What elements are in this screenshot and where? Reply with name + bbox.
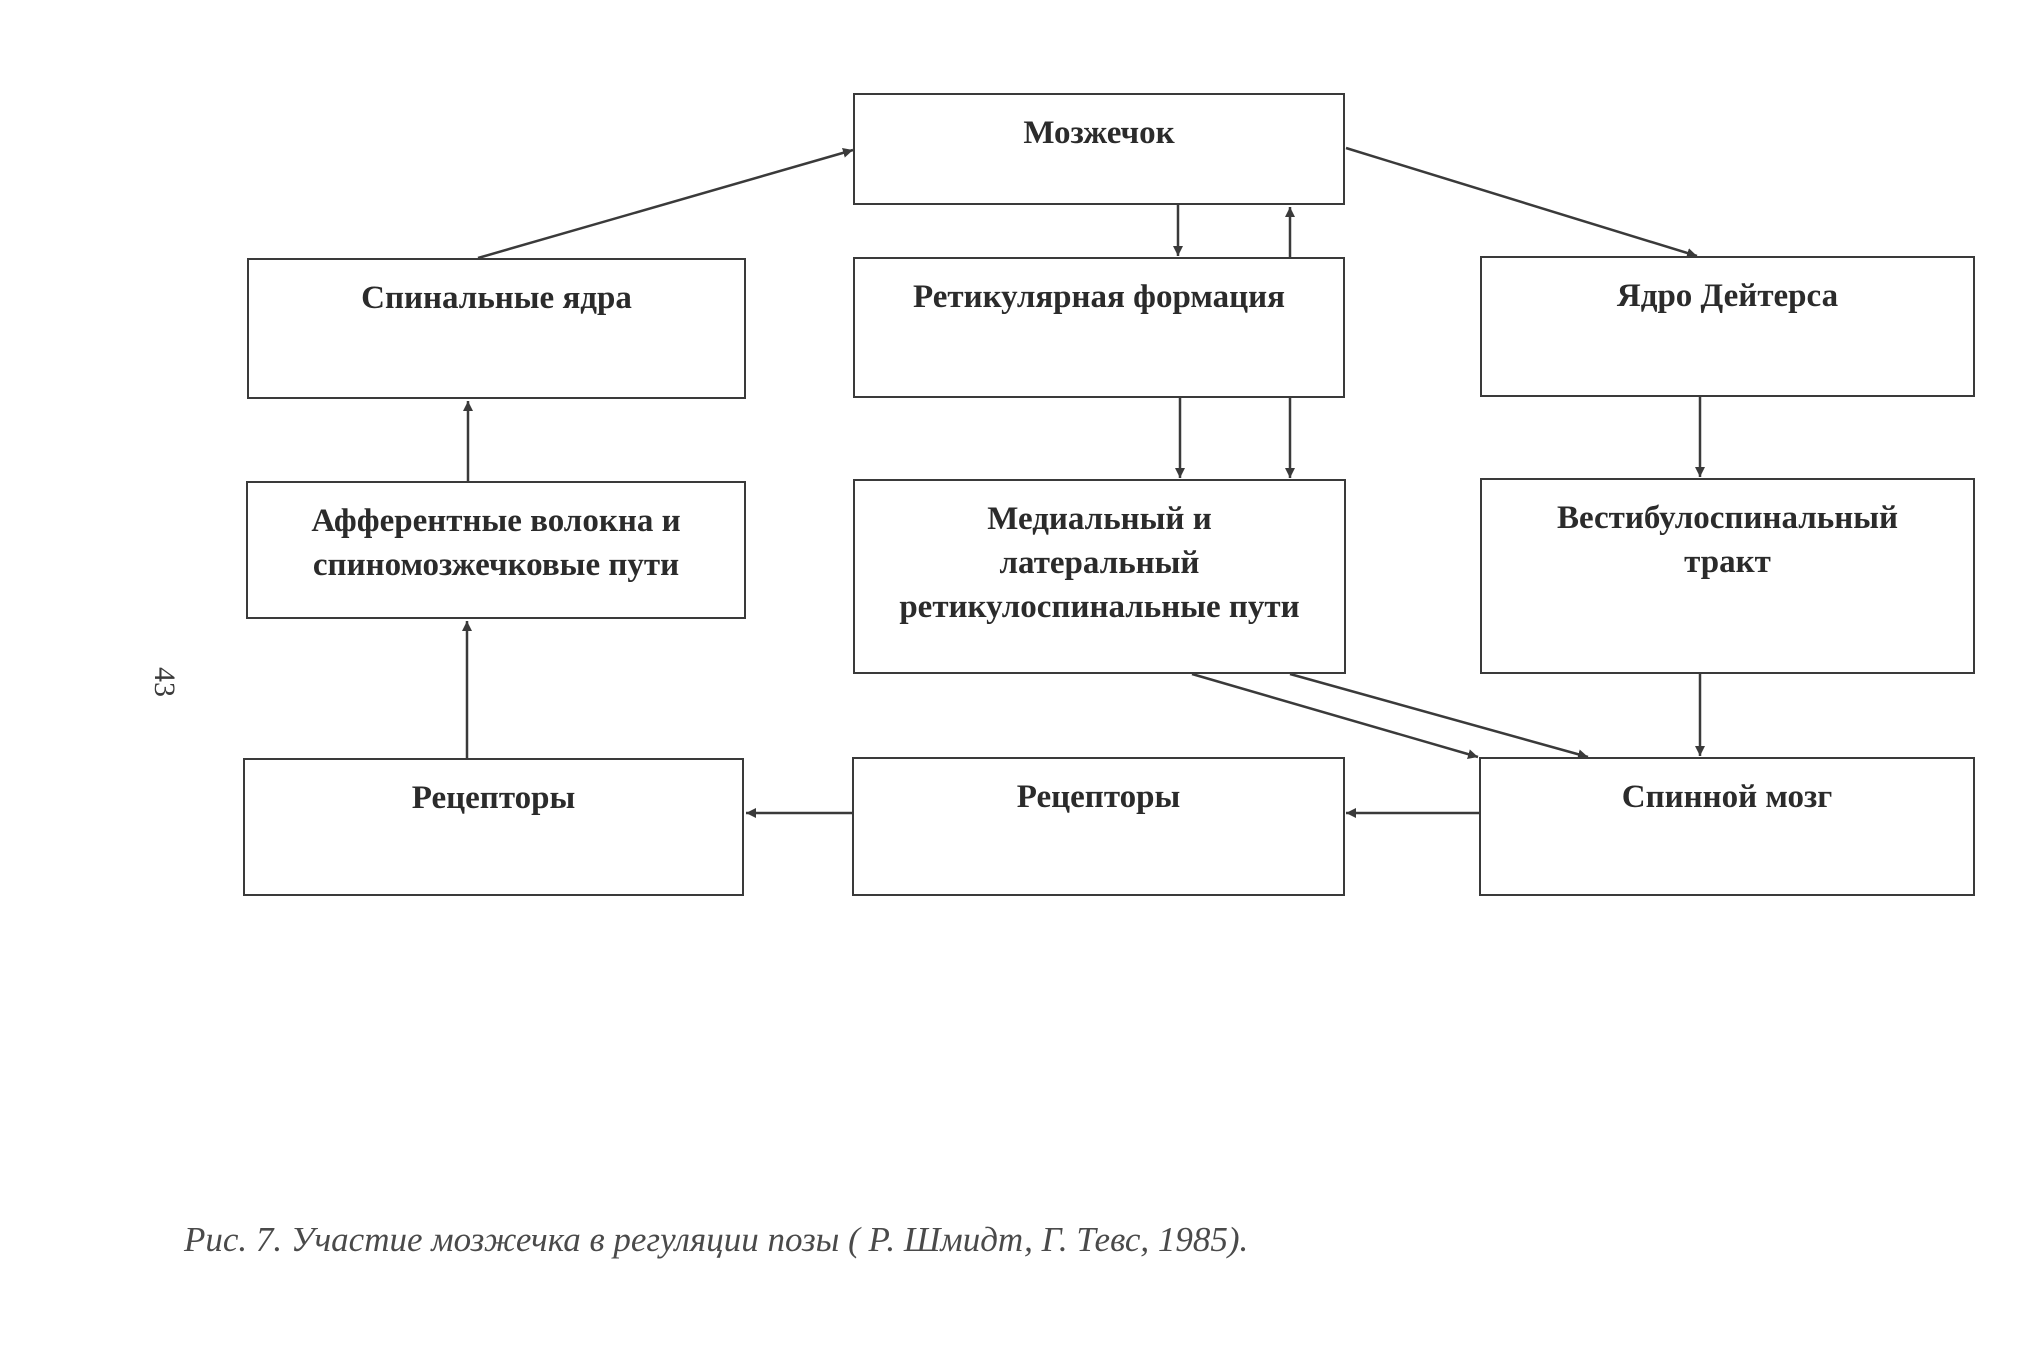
node-reticulospinal-paths-line-2: латеральный bbox=[999, 545, 1200, 581]
page-number: 43 bbox=[148, 667, 181, 697]
node-reticulospinal-paths-line-3: ретикулоспинальные пути bbox=[899, 589, 1300, 625]
edge-cerebellum-to-deiters-nucleus-2 bbox=[1345, 146, 1698, 258]
node-vestibulospinal-tract: Вестибулоспинальный тракт bbox=[1480, 478, 1975, 674]
edge-spinal-nuclei-to-cerebellum-1 bbox=[477, 147, 854, 260]
edge-reticulospinal-paths-to-spinal-cord-12 bbox=[1289, 672, 1589, 760]
node-afferent-fibers-line-1: Афферентные волокна и bbox=[311, 503, 681, 539]
node-cerebellum-line-1: Мозжечок bbox=[1023, 115, 1175, 151]
node-vestibulospinal-tract-line-2: тракт bbox=[1684, 544, 1771, 580]
node-vestibulospinal-tract-line-1: Вестибулоспинальный bbox=[1556, 500, 1899, 536]
edge-reticulospinal-paths-to-spinal-cord-11 bbox=[1191, 672, 1479, 760]
node-spinal-cord: Спинной мозг bbox=[1479, 757, 1975, 896]
node-reticulospinal-paths: Медиальный и латеральный ретикулоспиналь… bbox=[853, 479, 1346, 674]
node-receptors-left: Рецепторы bbox=[243, 758, 744, 896]
node-spinal-cord-line-1: Спинной мозг bbox=[1621, 779, 1833, 815]
figure-caption: Рис. 7. Участие мозжечка в регуляции поз… bbox=[184, 1220, 1249, 1259]
node-deiters-nucleus-line-1: Ядро Дейтерса bbox=[1616, 278, 1839, 314]
node-deiters-nucleus: Ядро Дейтерса bbox=[1480, 256, 1975, 397]
node-receptors-left-line-1: Рецепторы bbox=[411, 780, 576, 816]
node-afferent-fibers: Афферентные волокна и спиномозжечковые п… bbox=[246, 481, 746, 619]
node-receptors-middle: Рецепторы bbox=[852, 757, 1345, 896]
node-reticulospinal-paths-line-1: Медиальный и bbox=[987, 501, 1212, 537]
node-afferent-fibers-line-2: спиномозжечковые пути bbox=[312, 547, 680, 583]
node-receptors-middle-line-1: Рецепторы bbox=[1016, 779, 1181, 815]
node-spinal-nuclei: Спинальные ядра bbox=[247, 258, 746, 399]
node-cerebellum: Мозжечок bbox=[853, 93, 1345, 205]
node-reticular-formation: Ретикулярная формация bbox=[853, 257, 1345, 398]
node-spinal-nuclei-line-1: Спинальные ядра bbox=[361, 280, 632, 316]
node-reticular-formation-line-1: Ретикулярная формация bbox=[913, 279, 1285, 315]
